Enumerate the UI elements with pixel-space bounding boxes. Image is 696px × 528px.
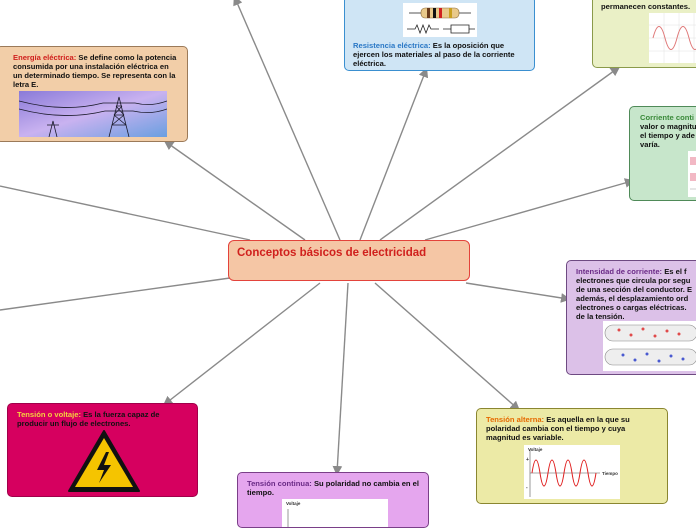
node-corriente-alterna-partial[interactable]: permanecen constantes.: [592, 0, 696, 68]
link-tension-alterna: [374, 282, 521, 411]
node-energia-electrica[interactable]: Energía eléctrica: Se define como la pot…: [0, 46, 188, 142]
node-tension-alterna[interactable]: Tensión alterna: Es aquella en la que su…: [476, 408, 668, 504]
ac-graph-ylabel: Voltaje: [528, 447, 543, 452]
ac-waveform-graph: Voltaje Tiempo + -: [524, 445, 620, 499]
link-left-mid: [0, 185, 251, 241]
ac-graph-plus: +: [526, 457, 529, 463]
link-continua-right: [424, 178, 635, 241]
resistencia-term: Resistencia eléctrica:: [353, 41, 431, 50]
energia-text: Se define como la potencia consumida por…: [13, 53, 177, 89]
continua-right-text: valor o magnitu el tiempo y ade varía.: [640, 122, 696, 149]
voltaje-term: Tensión o voltaje:: [17, 410, 81, 419]
intensidad-text: Es el f electrones que circula por segu …: [576, 267, 693, 321]
energia-term: Energía eléctrica:: [13, 53, 77, 62]
high-voltage-icon: [68, 430, 140, 492]
node-tension-voltaje[interactable]: Tensión o voltaje: Es la fuerza capaz de…: [7, 403, 198, 497]
electron-flow-image: [603, 321, 696, 371]
link-resistencia: [359, 67, 429, 241]
ac-graph-xlabel: Tiempo: [602, 471, 618, 476]
tension-alterna-text: Es aquella en la que su polaridad cambia…: [486, 415, 630, 442]
sine-wave-image: [649, 13, 696, 63]
resistor-image: [403, 3, 477, 37]
power-tower-image: [19, 91, 167, 137]
central-title: Conceptos básicos de electricidad: [237, 247, 427, 259]
dc-graph-ylabel: Voltaje: [286, 501, 301, 506]
node-intensidad-corriente[interactable]: Intensidad de corriente: Es el f electro…: [566, 260, 696, 375]
link-tension-continua: [332, 282, 349, 476]
intensidad-term: Intensidad de corriente:: [576, 267, 663, 276]
dc-voltage-graph: Voltaje: [282, 499, 388, 527]
resistencia-text: Es la oposición que ejercen los material…: [353, 41, 515, 68]
tension-alterna-term: Tensión alterna:: [486, 415, 545, 424]
tension-continua-term: Tensión continua:: [247, 479, 312, 488]
tension-continua-text: Su polaridad no cambia en el tiempo.: [247, 479, 420, 497]
node-corriente-continua-partial[interactable]: Corriente conti valor o magnitu el tiemp…: [629, 106, 696, 201]
link-alterna-top: [379, 66, 621, 241]
link-top-left: [233, 0, 341, 241]
dc-graph-image: [688, 151, 696, 197]
ac-graph-minus: -: [526, 485, 528, 491]
link-energia: [163, 140, 306, 241]
voltaje-text: Es la fuerza capaz de producir un flujo …: [17, 410, 160, 428]
continua-right-term: Corriente conti: [640, 113, 695, 122]
link-intensidad: [465, 282, 571, 303]
node-tension-continua[interactable]: Tensión continua: Su polaridad no cambia…: [237, 472, 429, 528]
node-resistencia-electrica[interactable]: Resistencia eléctrica: Es la oposición q…: [344, 0, 535, 71]
link-left-low: [0, 277, 231, 311]
central-topic[interactable]: Conceptos básicos de electricidad: [228, 240, 470, 281]
alterna-top-text: permanecen constantes.: [601, 2, 691, 11]
link-voltaje: [162, 282, 321, 406]
